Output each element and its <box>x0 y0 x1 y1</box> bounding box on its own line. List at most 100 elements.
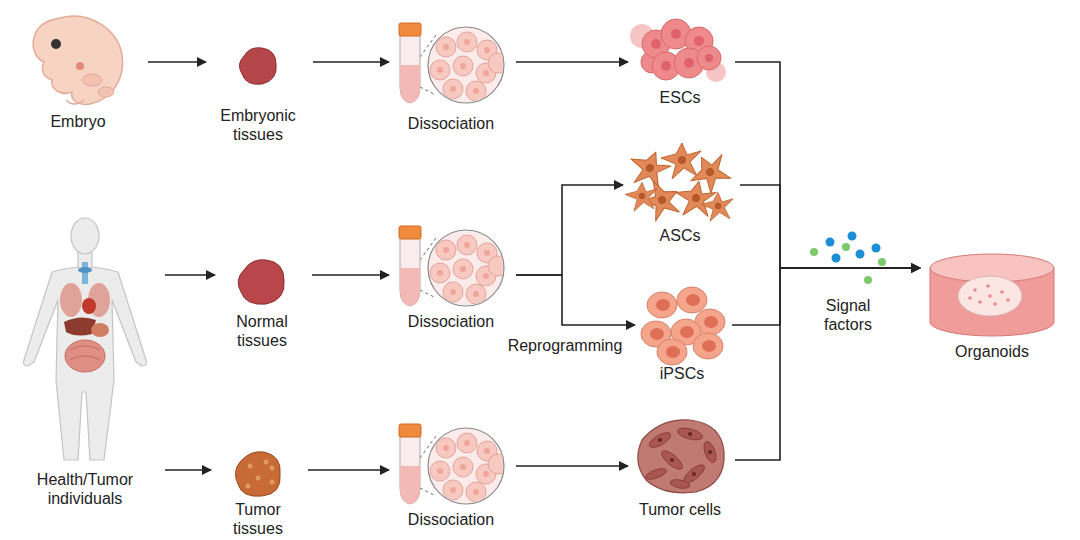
step-caption: Dissociation <box>407 312 495 331</box>
organoid-dish-part-part <box>973 288 977 292</box>
tumor-tissue <box>235 452 280 497</box>
signal-factor-dots-part <box>856 250 865 259</box>
normal-tissue <box>238 260 284 305</box>
organoid-dish-part-part <box>968 296 972 300</box>
embryonic-tissue <box>239 48 276 85</box>
asc-cells-part <box>624 145 674 193</box>
stage-step: Dissociation <box>392 426 510 531</box>
flow-arrow <box>735 62 920 268</box>
stage-step: Normal tissues <box>218 258 306 352</box>
human-figure-part <box>82 298 96 314</box>
step-caption: ASCs <box>659 226 701 245</box>
step-caption: Tumor cells <box>638 500 722 519</box>
esc-cluster-part-part <box>697 46 721 70</box>
organoid-dish-part-part <box>993 302 997 306</box>
tumor-cell-mass-part-part <box>647 430 673 451</box>
stage-step: Health/Tumor individuals <box>11 215 159 510</box>
flow-arrow <box>735 268 920 460</box>
human-figure-part-part <box>71 218 99 254</box>
step-caption: Organoids <box>955 342 1030 361</box>
stage-step: ESCs <box>631 18 729 109</box>
human-figure-part <box>70 346 100 360</box>
embryo-figure-part <box>33 16 122 104</box>
organoid-dish-part-part <box>1006 298 1010 302</box>
tumor-cell-mass-part-part <box>692 472 696 476</box>
stage-step: ASCs <box>626 145 734 247</box>
esc-cluster-part-part <box>651 39 661 49</box>
flow-arrow <box>516 61 628 63</box>
human-figure-part <box>60 283 82 317</box>
tumor-cell-mass-part-part <box>676 426 704 442</box>
ipsc-cells <box>641 287 725 365</box>
dissociation-icon <box>399 226 508 306</box>
flow-arrow <box>740 185 920 268</box>
tumor-cell-mass-part <box>658 432 712 476</box>
tumor-tissue-part <box>246 484 251 489</box>
signal-factor-dots-part <box>832 254 841 263</box>
dissociation-icon <box>399 424 508 504</box>
esc-cluster-part <box>651 29 713 71</box>
step-caption: iPSCs <box>659 364 705 383</box>
tumor-tissue-part <box>248 464 253 469</box>
asc-cells <box>624 143 736 226</box>
tumor-cell-mass-part-part <box>644 466 667 481</box>
stage-step: Tumor tissues <box>214 450 302 540</box>
esc-cluster-part-part <box>661 61 671 71</box>
tumor-cell-mass-part <box>644 426 718 490</box>
tumor-cell-mass-part-part <box>670 458 674 462</box>
signal-factor-dots-part <box>864 276 872 284</box>
flow-arrow <box>165 274 215 276</box>
esc-cluster <box>630 19 726 82</box>
flow-arrow <box>516 185 623 275</box>
human-figure-part <box>24 218 147 460</box>
embryo-figure-part <box>76 62 84 70</box>
human-figure-part <box>64 317 96 335</box>
embryo-figure-part <box>66 100 84 104</box>
signal-factor-dots-part <box>848 232 857 241</box>
human-figure-part <box>78 267 92 273</box>
organoid-dish-part <box>958 276 1022 316</box>
step-caption: Embryonic tissues <box>213 106 304 144</box>
annotation-label: Signal factors <box>808 296 888 334</box>
stage-step: Organoids <box>923 252 1061 363</box>
tumor-cell-mass-part-part <box>688 432 692 436</box>
flow-arrow <box>148 61 206 63</box>
esc-cluster-part-part <box>684 58 694 68</box>
ipsc-cells-part <box>647 292 677 318</box>
human-figure-part-part <box>24 267 147 460</box>
signal-factor-dots-part <box>842 243 850 251</box>
human-figure-part <box>65 340 105 372</box>
esc-cluster-part-part <box>694 36 704 46</box>
embryo-figure-part <box>51 39 61 49</box>
dissociation-icon <box>399 23 508 103</box>
ipsc-cells-part <box>677 287 707 313</box>
tumor-cell-mass-part-part <box>708 450 712 454</box>
stage-step: Tumor cells <box>631 418 729 521</box>
signal-factor-dots-part <box>810 248 818 256</box>
step-caption: Embryo <box>50 112 107 131</box>
flow-arrow <box>313 61 389 63</box>
signal-factor-dots-part <box>878 258 886 266</box>
stage-step: iPSCs <box>638 288 726 385</box>
signal-factor-dots-part <box>872 244 881 253</box>
embryo-figure <box>33 16 122 104</box>
step-caption: Dissociation <box>407 114 495 133</box>
asc-cells-part <box>625 182 657 211</box>
organoid-dish <box>930 254 1054 336</box>
step-caption: Normal tissues <box>222 312 303 350</box>
tumor-cell-mass-part-part <box>658 438 662 442</box>
flow-arrow <box>312 274 389 276</box>
ipsc-cells-part <box>693 333 723 359</box>
step-caption: Dissociation <box>407 510 495 529</box>
step-caption: ESCs <box>659 88 701 107</box>
organoid-dish-part-part <box>1000 290 1004 294</box>
stage-step: Dissociation <box>392 25 510 135</box>
organoid-dish-part <box>968 284 1010 306</box>
human-figure <box>24 218 147 460</box>
flow-arrow <box>165 469 211 471</box>
esc-cluster-part-part <box>671 29 681 39</box>
step-caption: Health/Tumor individuals <box>25 470 146 508</box>
tumor-tissue-part <box>270 480 275 485</box>
stage-step: Embryonic tissues <box>209 44 307 146</box>
